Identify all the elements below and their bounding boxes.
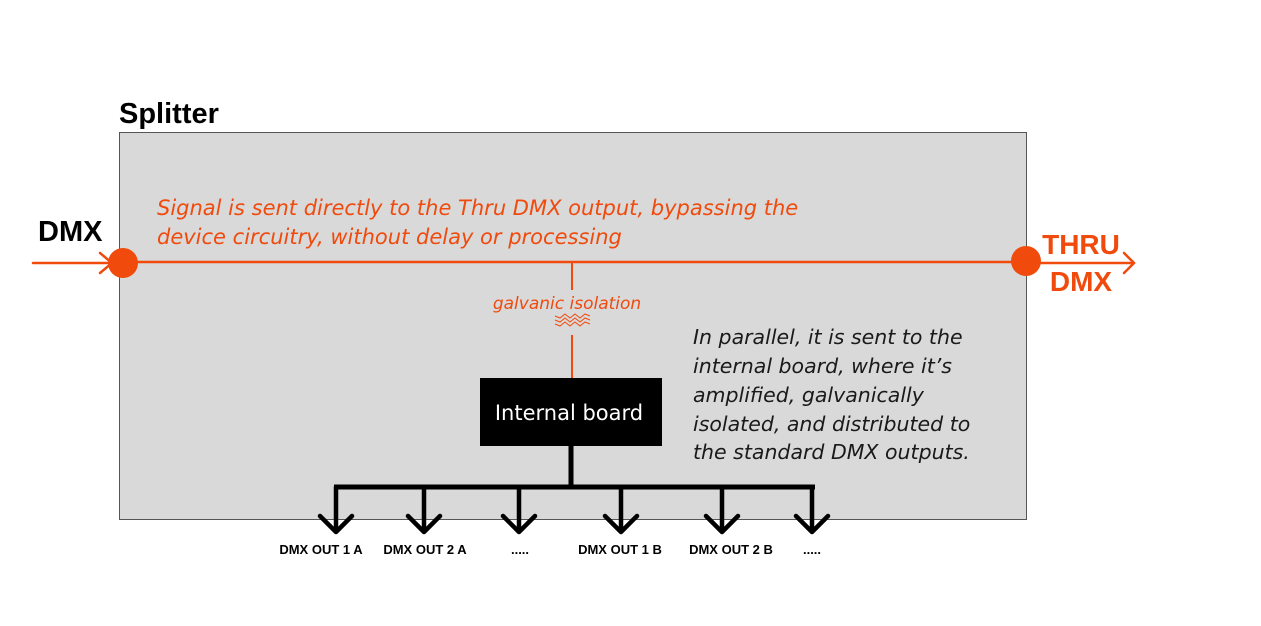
input-node: [108, 248, 138, 278]
output-arrow-2: [405, 484, 443, 535]
output-arrow-4: [602, 484, 640, 535]
input-arrow: [31, 251, 122, 275]
internal-board-label: Internal board: [495, 401, 643, 425]
output-label-2: DMX OUT 2 A: [383, 542, 467, 557]
output-label-4: DMX OUT 1 B: [578, 542, 662, 557]
output-arrow-1: [317, 484, 355, 535]
output-label-1: DMX OUT 1 A: [279, 542, 363, 557]
output-arrows: [317, 484, 831, 535]
isolation-label: galvanic isolation: [493, 294, 641, 314]
isolation-symbol-icon: [554, 313, 591, 327]
direct-note-line2: device circuitry, without delay or proce…: [157, 225, 622, 249]
input-label: DMX: [38, 216, 103, 248]
parallel-note-line: internal board, where it’s: [693, 354, 952, 378]
parallel-note-line: amplified, galvanically: [693, 383, 925, 407]
thru-node: [1011, 246, 1041, 276]
thru-output-arrow: [1024, 251, 1136, 275]
output-label-6: .....: [803, 542, 821, 557]
parallel-note: In parallel, it is sent to the internal …: [693, 325, 977, 464]
output-arrow-6: [793, 484, 831, 535]
parallel-note-line: In parallel, it is sent to the: [693, 325, 963, 349]
diagram-title: Splitter: [119, 98, 219, 130]
parallel-note-line: the standard DMX outputs.: [693, 440, 970, 464]
parallel-note-line: isolated, and distributed to: [693, 412, 970, 436]
output-label-3: .....: [511, 542, 529, 557]
thru-label-line2: DMX: [1050, 266, 1113, 297]
direct-note-line1: Signal is sent directly to the Thru DMX …: [157, 196, 798, 220]
internal-board: [480, 378, 662, 446]
thru-label-line1: THRU: [1042, 229, 1120, 260]
output-label-5: DMX OUT 2 B: [689, 542, 773, 557]
distribution-bus: [334, 446, 815, 490]
output-arrow-3: [500, 484, 538, 535]
output-arrow-5: [703, 484, 741, 535]
